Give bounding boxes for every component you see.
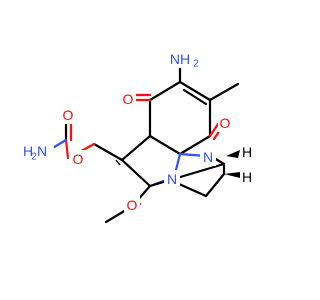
hash-2 <box>115 159 121 166</box>
ring-n-label: N <box>164 170 180 188</box>
bond-o-carbonyl <box>64 138 70 160</box>
carbamate-amine-label: H N 2 <box>18 142 54 163</box>
bond-bridge-5 <box>148 162 226 188</box>
carbamate-amine-h: H <box>23 143 33 159</box>
methoxy-label: O <box>124 196 140 214</box>
carbamate-ester-label: O <box>70 150 86 168</box>
bond-c5-n <box>174 152 182 172</box>
atom-labels: NH 2 O O N N H H O O H <box>18 50 252 214</box>
amino-subscript: 2 <box>193 59 199 70</box>
molecule-structure: NH 2 O O N N H H O O H <box>18 50 253 224</box>
carbamate-ester-o: O <box>73 151 84 167</box>
h-top: H <box>242 144 252 160</box>
wedge-h-top <box>226 150 240 158</box>
bond-bridge-2 <box>204 172 226 198</box>
quinone-ring <box>148 80 212 156</box>
ring-n: N <box>167 171 177 187</box>
carbamate-amine-subscript: 2 <box>31 152 37 163</box>
bond-c1-c2 <box>148 80 182 102</box>
aziridine-n-label: N <box>200 148 216 166</box>
bond-c2-c3-double <box>182 88 208 106</box>
ketone-o-left: O <box>123 91 134 107</box>
carbamate-amine-n: N <box>37 143 47 159</box>
amino-nh: NH <box>170 51 190 67</box>
h-bottom: H <box>242 169 252 185</box>
bond-c6-c7 <box>120 134 152 162</box>
wedge-h-bottom <box>224 172 240 178</box>
bond-c7-ch2 <box>92 142 124 162</box>
bond-c4-c5 <box>178 134 212 156</box>
bond-c5-c6 <box>148 134 182 156</box>
carbamate-carbonyl-o: O <box>63 107 74 123</box>
bond-c4-ketone <box>208 122 220 138</box>
carbamate-carbonyl-label: O <box>60 106 76 124</box>
bond-methoxy-c <box>104 208 128 224</box>
bond-c7-c8 <box>120 158 152 188</box>
ketone-o-right: O <box>220 115 231 131</box>
amino-label: NH 2 <box>164 50 200 70</box>
ketone-left-label: O <box>122 90 136 108</box>
ketone-right-label: O <box>218 114 232 132</box>
bond-c2-c3 <box>178 80 212 102</box>
bond-c3-methyl <box>208 82 240 102</box>
methoxy-o: O <box>127 197 138 213</box>
aziridine-n: N <box>203 149 213 165</box>
